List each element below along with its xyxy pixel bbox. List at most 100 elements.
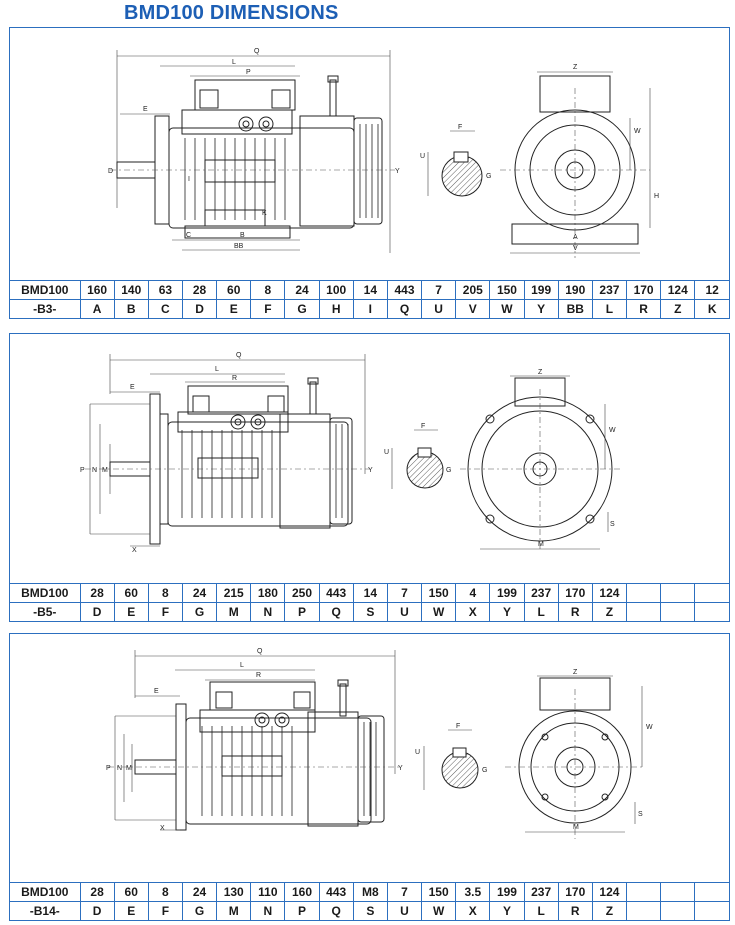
table-cell: E	[216, 298, 251, 318]
svg-text:L: L	[215, 366, 219, 373]
table-cell	[625, 900, 661, 920]
table-cell	[694, 900, 729, 920]
svg-text:Z: Z	[538, 369, 543, 376]
table-cell: 180	[250, 582, 285, 602]
table-cell: 12	[694, 279, 729, 299]
svg-text:X: X	[160, 825, 165, 832]
svg-text:M: M	[126, 765, 132, 772]
table-cell: B	[113, 298, 149, 318]
table-cell: M8	[352, 881, 388, 901]
svg-text:Q: Q	[236, 352, 242, 359]
table-cell: 24	[181, 582, 217, 602]
b3-key-section: F U G	[420, 124, 491, 197]
table-cell: BMD100	[10, 582, 80, 602]
table-cell	[660, 582, 695, 602]
svg-text:U: U	[420, 153, 425, 160]
table-cell: U	[386, 601, 422, 621]
svg-text:R: R	[256, 672, 261, 679]
svg-text:P: P	[106, 765, 111, 772]
table-cell: 170	[625, 279, 661, 299]
svg-text:BB: BB	[234, 243, 244, 250]
table-cell: Q	[318, 900, 354, 920]
svg-text:E: E	[154, 688, 159, 695]
svg-text:W: W	[634, 128, 641, 135]
svg-text:E: E	[143, 106, 148, 113]
b5-end-view: Z W S M	[460, 369, 622, 550]
svg-text:C: C	[186, 232, 191, 239]
table-cell: W	[489, 298, 525, 318]
table-cell: N	[250, 601, 285, 621]
table-cell: U	[421, 298, 456, 318]
table-cell: 237	[523, 582, 559, 602]
table-cell: -B5-	[10, 601, 80, 621]
table-cell: -B3-	[10, 298, 80, 318]
table-cell: X	[455, 601, 490, 621]
table-cell: 28	[79, 582, 115, 602]
svg-text:F: F	[421, 423, 425, 430]
table-cell: -B14-	[10, 900, 80, 920]
table-cell: N	[250, 900, 285, 920]
table-cell: H	[318, 298, 354, 318]
table-cell: G	[284, 298, 320, 318]
b5-key-section: F U G	[384, 423, 451, 489]
table-cell: E	[113, 900, 149, 920]
svg-text:D: D	[108, 168, 113, 175]
b14-side-view: Q L R E P N M Y X	[106, 648, 403, 832]
table-row: -B14- D E F G M N P Q S U W X Y L R Z	[10, 900, 729, 920]
table-cell: 160	[284, 881, 320, 901]
b5-drawing: Q L R E P N M Y X F U G	[10, 334, 729, 582]
table-cell: F	[250, 298, 285, 318]
table-cell: D	[181, 298, 217, 318]
table-cell: L	[591, 298, 627, 318]
svg-text:Z: Z	[573, 669, 578, 676]
table-cell: 199	[489, 881, 525, 901]
b3-fins	[184, 138, 286, 220]
table-cell: Q	[386, 298, 422, 318]
svg-text:Y: Y	[368, 467, 373, 474]
table-cell	[625, 582, 661, 602]
table-cell	[660, 881, 695, 901]
table-cell: R	[557, 900, 593, 920]
table-row: -B3- A B C D E F G H I Q U V W Y BB L R …	[10, 298, 729, 318]
table-cell: S	[352, 900, 388, 920]
table-cell: X	[455, 900, 490, 920]
table-cell: R	[557, 601, 593, 621]
table-cell: L	[523, 900, 559, 920]
svg-text:G: G	[486, 173, 491, 180]
svg-text:U: U	[384, 449, 389, 456]
table-cell	[694, 601, 729, 621]
svg-text:Q: Q	[257, 648, 263, 655]
svg-text:I: I	[188, 176, 190, 183]
table-cell: Y	[523, 298, 559, 318]
table-cell: BMD100	[10, 279, 80, 299]
table-cell: 14	[352, 279, 388, 299]
svg-text:E: E	[130, 384, 135, 391]
table-cell: 8	[147, 881, 183, 901]
table-cell: U	[386, 900, 422, 920]
table-cell: M	[216, 900, 251, 920]
b3-drawing: Q L P E D Y I K C B BB F U G	[10, 28, 729, 278]
b3-dimension-table: BMD100 160 140 63 28 60 8 24 100 14 443 …	[10, 279, 729, 318]
table-cell: 205	[455, 279, 490, 299]
svg-text:Y: Y	[395, 168, 400, 175]
table-cell: L	[523, 601, 559, 621]
table-cell	[625, 881, 661, 901]
table-row: BMD100 28 60 8 24 130 110 160 443 M8 7 1…	[10, 881, 729, 901]
table-row: BMD100 160 140 63 28 60 8 24 100 14 443 …	[10, 279, 729, 299]
svg-text:M: M	[102, 467, 108, 474]
table-cell: F	[147, 601, 183, 621]
table-cell: 199	[523, 279, 559, 299]
table-cell: Y	[489, 900, 525, 920]
panel-b3: Q L P E D Y I K C B BB F U G	[9, 27, 730, 319]
table-cell: 150	[421, 582, 456, 602]
table-cell: 124	[591, 881, 627, 901]
table-cell: 215	[216, 582, 251, 602]
table-cell: K	[694, 298, 729, 318]
svg-text:X: X	[132, 547, 137, 554]
table-cell: W	[421, 900, 456, 920]
svg-text:Y: Y	[398, 765, 403, 772]
table-cell: 24	[181, 881, 217, 901]
table-cell: A	[79, 298, 115, 318]
table-cell: 63	[147, 279, 183, 299]
panel-b5: Q L R E P N M Y X F U G	[9, 333, 730, 622]
